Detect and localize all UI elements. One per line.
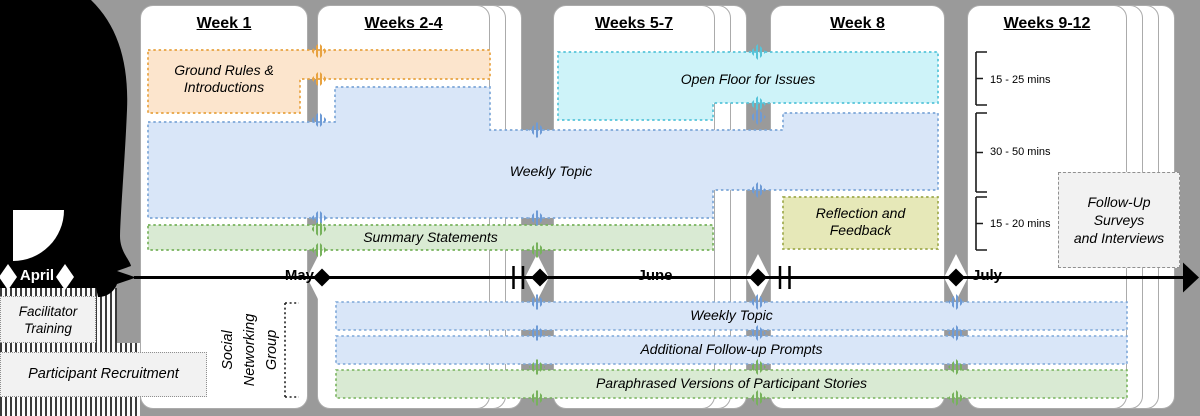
blob-white-wedge [13,210,64,261]
month-label-july: July [972,267,1003,284]
continuation-mark-icon [529,359,545,375]
month-label-may: May [284,267,314,284]
continuation-mark-icon [948,359,964,375]
continuation-mark-icon [529,122,545,138]
group-bracket [284,302,299,398]
duration-brackets [975,51,987,251]
timeline-arrowhead-icon [1183,262,1199,293]
paraphrased-stories-label: Paraphrased Versions of Participant Stor… [595,375,868,391]
continuation-mark-icon [311,242,327,258]
additional-prompts-label: Additional Follow-up Prompts [640,341,823,357]
continuation-mark-icon [948,294,964,310]
timeline-diamond-icon [947,268,965,287]
continuation-mark-icon [529,294,545,310]
paraphrased-stories-bar [335,369,1128,399]
timeline [134,254,1199,301]
continuation-mark-icon [948,390,964,406]
weekly-topic-label: Weekly Topic [509,163,593,179]
timeline-diamond-white [0,264,17,290]
continuation-mark-icon [750,294,766,310]
social-networking-group-label: Social Networking Group [220,313,280,387]
additional-prompts-bar [335,335,1128,365]
summary-statements-bar [147,224,714,251]
continuation-mark-icon [750,44,766,60]
continuation-mark-icon [529,325,545,341]
continuation-mark-icon [311,43,327,59]
continuation-mark-icon [311,71,327,87]
continuation-mark-icon [311,112,327,128]
continuation-mark-icon [750,182,766,198]
continuation-mark-icon [750,359,766,375]
continuation-mark-icon [750,96,766,112]
facilitator-training-box: Facilitator Training [0,296,96,343]
weekly-topic-bar [147,86,939,219]
open-floor-bar [557,51,939,121]
reflection-feedback-label: Reflection and Feedback [815,205,906,238]
continuation-mark-icon [311,221,327,237]
duration-bracket [975,112,987,193]
month-label-april: April [19,267,55,284]
continuation-mark-icon [750,109,766,125]
column-title-week-1: Week 1 [196,15,252,32]
participant-recruitment-box: Participant Recruitment [0,352,207,397]
continuation-mark-icon [750,390,766,406]
column-title-weeks-9-12: Weeks 9-12 [1003,15,1091,32]
ground-rules-label: Ground Rules & Introductions [174,62,274,95]
continuation-mark-icon [948,325,964,341]
timeline-diamond-icon [531,268,549,287]
continuation-mark-icon [311,210,327,226]
follow-up-box: Follow-Up Surveys and Interviews [1058,172,1180,268]
continuation-marks [311,43,964,406]
online-weekly-topic-label: Weekly Topic [690,307,773,323]
column-title-weeks-5-7: Weeks 5-7 [595,15,673,32]
timeline-diamond-white [56,264,74,290]
reflection-feedback-bar [782,196,939,250]
open-floor-label: Open Floor for Issues [680,71,816,87]
duration-bracket [975,196,987,251]
duration-label-3: 15 - 20 mins [990,218,1051,230]
ground-rules-bar [147,49,491,114]
timeline-diamond-icon [313,268,331,287]
month-label-june: June [637,267,673,284]
duration-label-2: 30 - 50 mins [990,146,1051,158]
column-title-week-8: Week 8 [830,15,885,32]
continuation-mark-icon [529,210,545,226]
timeline-diamond-icon [749,268,767,287]
continuation-mark-icon [529,390,545,406]
continuation-mark-icon [529,242,545,258]
duration-label-1: 15 - 25 mins [990,74,1051,86]
continuation-mark-icon [750,325,766,341]
online-weekly-topic-bar [335,301,1128,331]
duration-bracket [975,51,987,106]
summary-statements-label: Summary Statements [363,229,498,245]
column-title-weeks-2-4: Weeks 2-4 [364,15,443,32]
